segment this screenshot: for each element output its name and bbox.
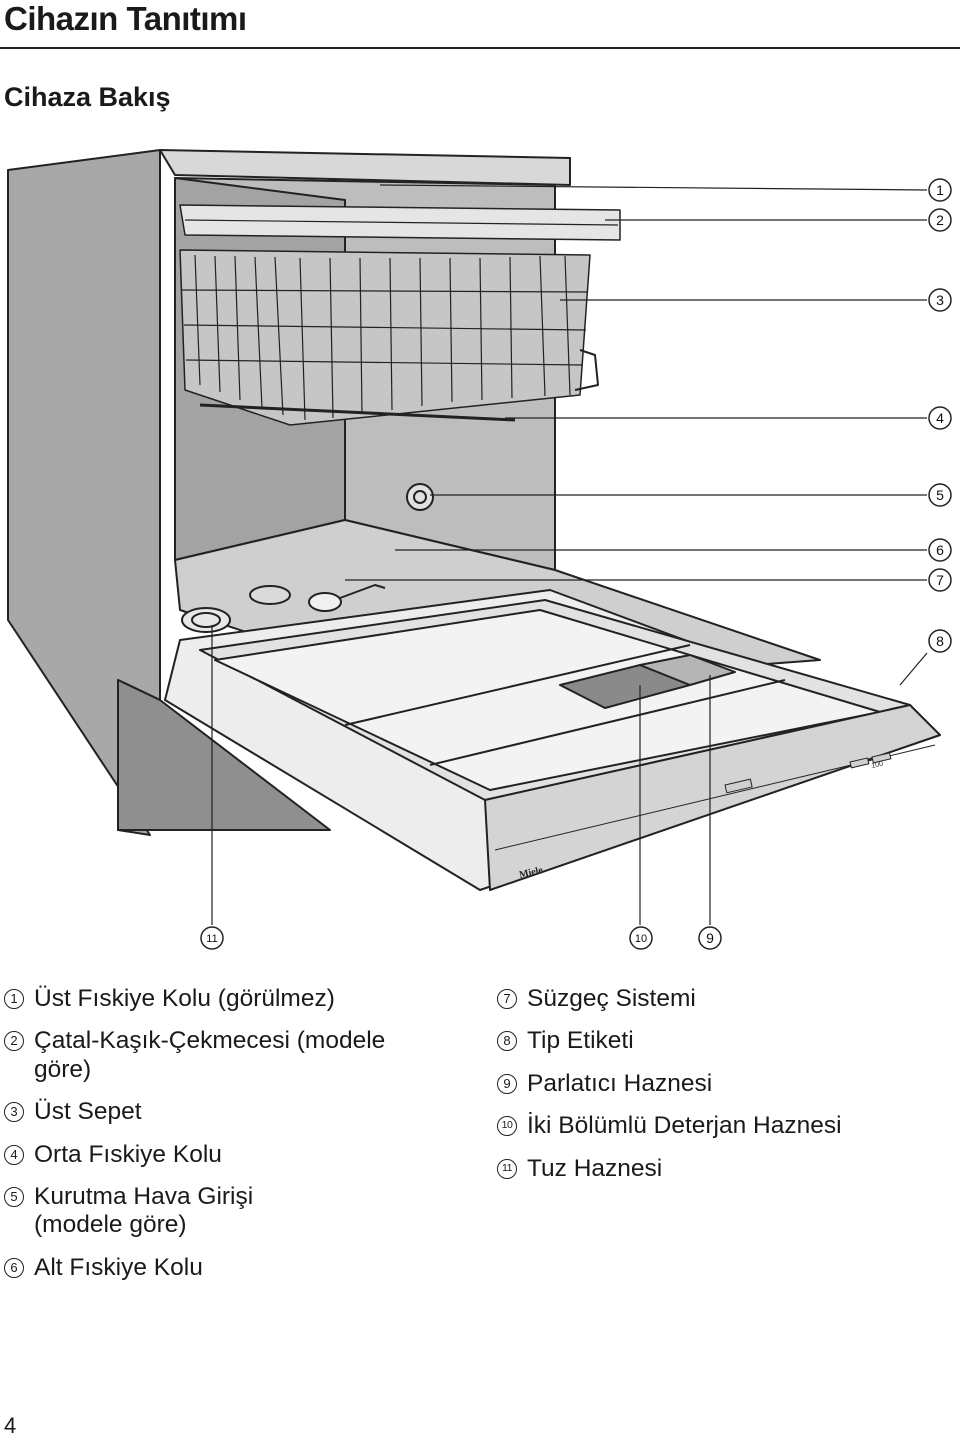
legend-left: 1 Üst Fıskiye Kolu (görülmez) 2 Çatal-Kaşı… xyxy=(4,985,444,1296)
legend-number: 6 xyxy=(4,1257,24,1278)
svg-text:9: 9 xyxy=(706,930,714,946)
svg-text:11: 11 xyxy=(206,933,217,945)
legend-text: Üst Fıskiye Kolu (görülmez) xyxy=(34,985,335,1012)
title-divider xyxy=(0,47,960,49)
legend-text: Tuz Haznesi xyxy=(527,1154,663,1182)
dishwasher-diagram: Miele 100 1 2 3 4 5 6 7 8 9 10 11 xyxy=(7,149,952,950)
legend-item: 11 Tuz Haznesi xyxy=(497,1155,937,1183)
legend-item: 3 Üst Sepet xyxy=(4,1098,444,1126)
svg-text:6: 6 xyxy=(936,542,944,558)
legend-text: Süzgeç Sistemi xyxy=(527,985,696,1012)
svg-text:8: 8 xyxy=(936,633,944,649)
legend-item: 7 Süzgeç Sistemi xyxy=(497,985,937,1013)
legend-number: 10 xyxy=(497,1116,517,1137)
callout-3: 3 xyxy=(928,288,952,312)
brand-mark: Miele xyxy=(518,865,544,881)
svg-text:3: 3 xyxy=(936,292,944,308)
legend-item: 9 Parlatıcı Haznesi xyxy=(497,1070,937,1098)
legend-item: 4 Orta Fıskiye Kolu xyxy=(4,1141,444,1169)
callout-9: 9 xyxy=(698,926,722,950)
legend-number: 1 xyxy=(4,989,24,1009)
legend-item: 1 Üst Fıskiye Kolu (görülmez) xyxy=(4,985,444,1013)
legend-number: 5 xyxy=(4,1187,24,1208)
callout-10: 10 xyxy=(629,926,653,950)
legend-text: Çatal-Kaşık-Çekmecesi (modele göre) xyxy=(34,1027,386,1083)
callout-8: 8 xyxy=(928,629,952,653)
legend-right: 7 Süzgeç Sistemi 8 Tip Etiketi 9 Parlatıcı … xyxy=(497,985,937,1197)
legend-text: Parlatıcı Haznesi xyxy=(527,1069,713,1097)
legend-text: Orta Fıskiye Kolu xyxy=(34,1140,222,1168)
callout-4: 4 xyxy=(928,406,952,430)
callout-6: 6 xyxy=(928,538,952,562)
legend-number: 2 xyxy=(4,1031,24,1052)
callout-11: 11 xyxy=(200,926,224,950)
legend-number: 9 xyxy=(497,1073,517,1094)
legend-item: 6 Alt Fıskiye Kolu xyxy=(4,1254,444,1282)
legend-number: 7 xyxy=(497,989,517,1009)
svg-text:5: 5 xyxy=(936,487,944,503)
page-number: 4 xyxy=(4,1413,17,1438)
callout-7: 7 xyxy=(928,568,952,592)
legend-text: Tip Etiketi xyxy=(527,1027,634,1055)
callout-1: 1 xyxy=(928,178,952,202)
callout-5: 5 xyxy=(928,483,952,507)
section-heading: Cihaza Bakış xyxy=(4,82,171,112)
legend-number: 11 xyxy=(497,1158,517,1179)
legend-text: Üst Sepet xyxy=(34,1098,142,1126)
callout-2: 2 xyxy=(928,208,952,232)
legend-number: 8 xyxy=(497,1031,517,1052)
page-title: Cihazın Tanıtımı xyxy=(4,0,247,37)
legend-text: İki Bölümlü Deterjan Haznesi xyxy=(527,1112,842,1140)
legend-item: 8 Tip Etiketi xyxy=(497,1027,937,1055)
svg-text:1: 1 xyxy=(936,182,944,198)
legend-number: 3 xyxy=(4,1102,24,1123)
legend-text: Alt Fıskiye Kolu xyxy=(34,1253,203,1281)
legend-item: 5 Kurutma Hava Girişi (modele göre) xyxy=(4,1183,284,1240)
svg-text:2: 2 xyxy=(936,212,944,228)
legend-item: 2 Çatal-Kaşık-Çekmecesi (modele göre) xyxy=(4,1027,434,1084)
svg-text:7: 7 xyxy=(936,572,944,588)
legend-item: 10 İki Bölümlü Deterjan Haznesi xyxy=(497,1112,937,1140)
legend-text: Kurutma Hava Girişi (modele göre) xyxy=(34,1183,254,1239)
svg-text:4: 4 xyxy=(936,410,944,426)
svg-text:10: 10 xyxy=(635,933,647,945)
panel-text: 100 xyxy=(871,760,884,769)
legend-number: 4 xyxy=(4,1144,24,1165)
